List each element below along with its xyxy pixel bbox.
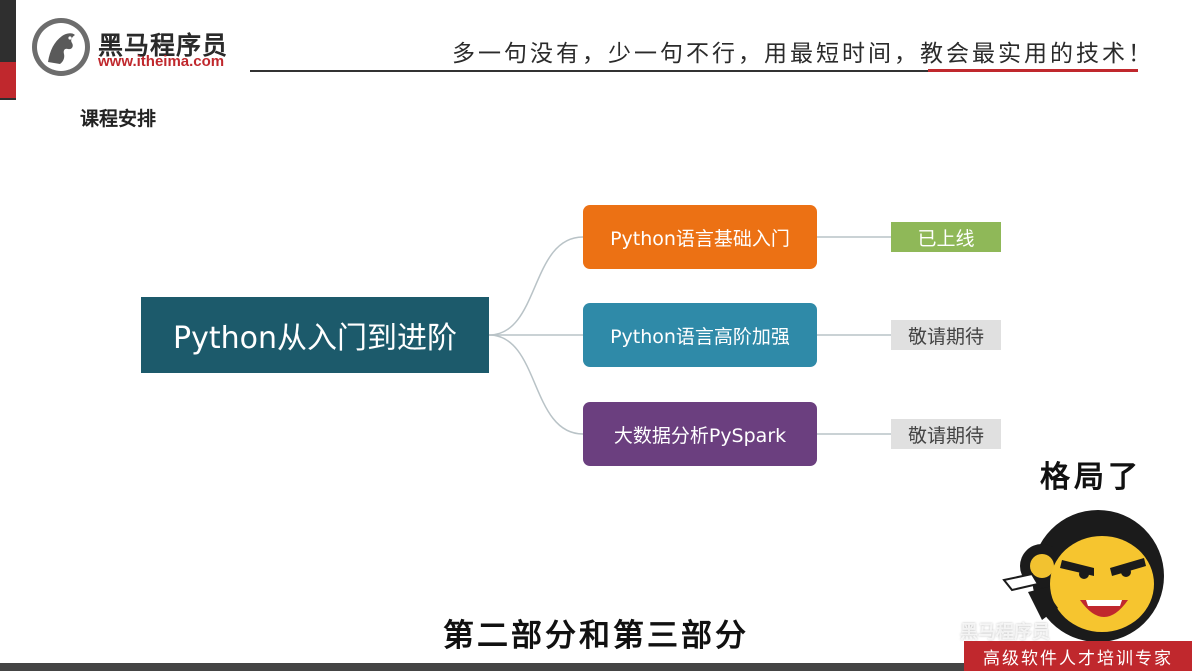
brand-name: 黑马程序员 [98, 31, 229, 60]
video-watermark: 黑马程序员 [960, 622, 1050, 643]
slogan: 多一句没有，少一句不行，用最短时间，教会最实用的技术！ [452, 41, 1154, 67]
header-divider [250, 70, 1138, 72]
status-badge-online: 已上线 [891, 222, 1001, 252]
footer-bar [0, 663, 1192, 671]
monkey-mascot-icon [1002, 510, 1164, 642]
header-divider-accent [928, 69, 1138, 72]
site-url: www.itheima.com [98, 53, 225, 70]
video-subtitle: 第二部分和第三部分 [443, 618, 749, 654]
section-title: 课程安排 [80, 108, 157, 130]
status-badge-pending: 敬请期待 [891, 419, 1001, 449]
mascot-caption: 格局了 [1040, 460, 1142, 495]
mindmap-branch-pyspark: 大数据分析PySpark [583, 402, 817, 466]
mindmap-branch-advanced: Python语言高阶加强 [583, 303, 817, 367]
left-accent-bar [0, 0, 16, 100]
horse-logo-icon [32, 18, 90, 76]
mindmap-branch-basics: Python语言基础入门 [583, 205, 817, 269]
status-badge-pending: 敬请期待 [891, 320, 1001, 350]
mindmap-root: Python从入门到进阶 [141, 297, 489, 373]
footer-tagline: 高级软件人才培训专家 [964, 641, 1192, 671]
